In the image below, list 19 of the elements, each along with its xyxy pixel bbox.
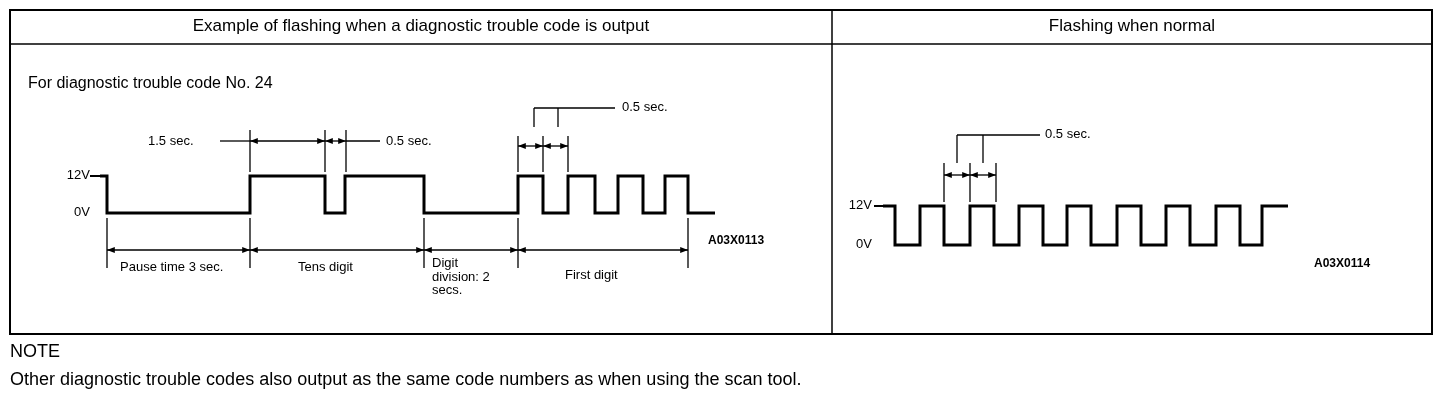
voltage-label: 0V [73,205,90,219]
voltage-label: 0V [855,237,872,251]
dimension-label: 1.5 sec. [148,134,195,148]
column-heading: Flashing when normal [1047,17,1217,35]
dimension-label: 0.5 sec. [386,134,433,148]
voltage-label: 12V [65,168,90,182]
dimension-label: 0.5 sec. [622,100,669,114]
note-text: Other diagnostic trouble codes also output as the same code numbers as when using the scan tool. [10,370,803,389]
segment-label: Tens digit [298,260,354,274]
column-heading: Example of flashing when a diagnostic trouble code is output [191,17,651,35]
segment-label: First digit [565,268,619,282]
diagram-subtitle: For diagnostic trouble code No. 24 [28,75,274,92]
segment-label: Digit division: 2 secs. [432,256,491,297]
note-heading: NOTE [10,342,61,361]
figure-code: A03X0114 [1314,257,1372,270]
segment-label: Pause time 3 sec. [120,260,225,274]
dimension-label: 0.5 sec. [1045,127,1092,141]
figure-code: A03X0113 [708,234,766,247]
voltage-label: 12V [847,198,872,212]
